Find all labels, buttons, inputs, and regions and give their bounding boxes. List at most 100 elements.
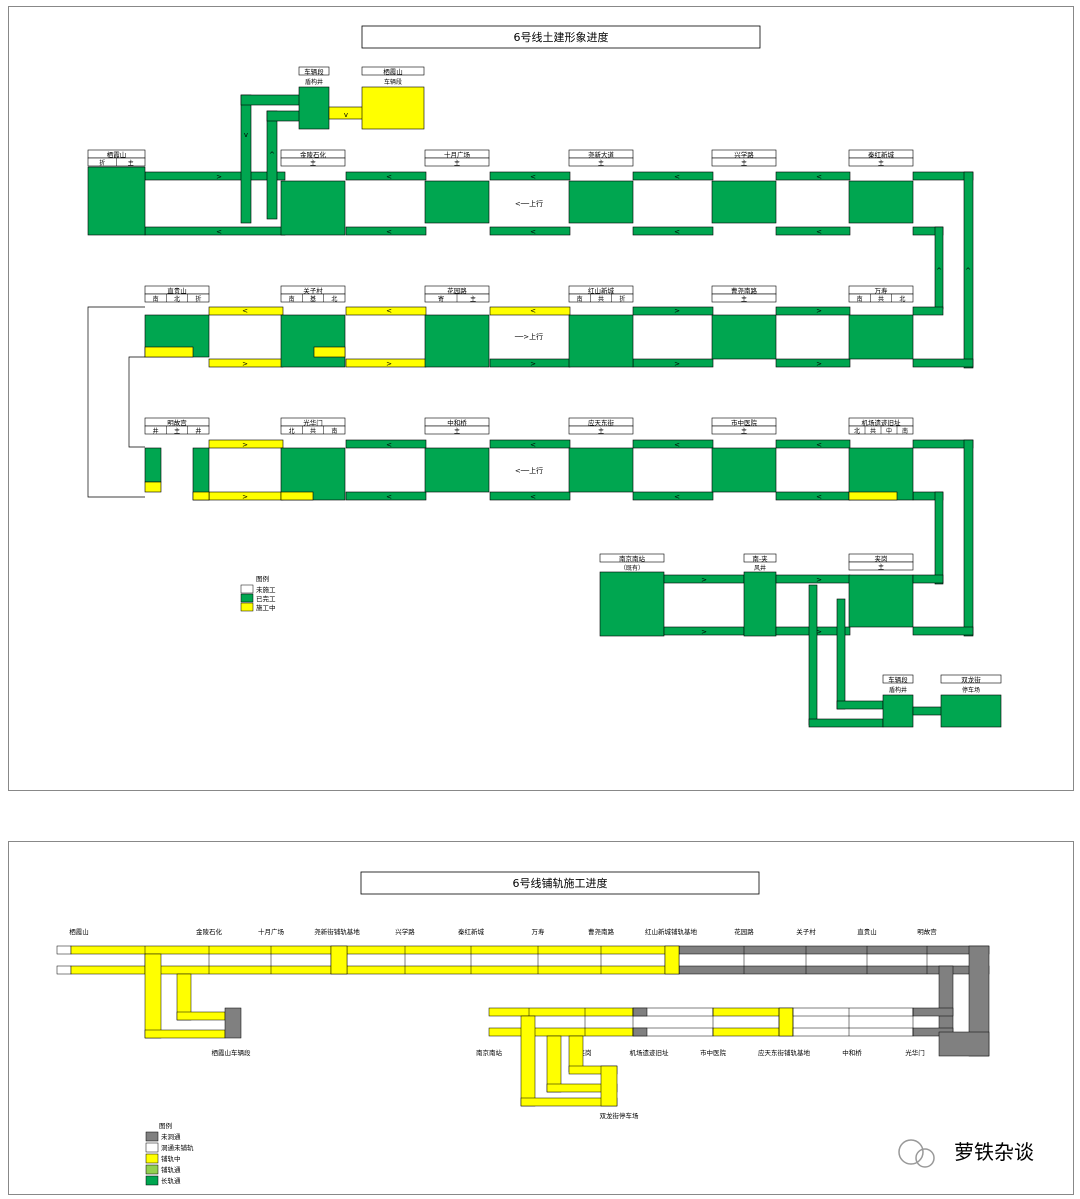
direction-arrow: > xyxy=(216,173,222,181)
station-name: 明故宫 xyxy=(167,418,187,427)
station-col-header xyxy=(711,293,777,303)
station-col-header xyxy=(711,425,777,435)
track-segment xyxy=(70,945,680,955)
station-col-label: 主 xyxy=(878,563,884,571)
track-segment xyxy=(775,306,851,316)
track-segment xyxy=(520,1015,536,1107)
station-col-header xyxy=(424,157,490,167)
legend-label: 洞通未铺轨 xyxy=(161,1143,194,1152)
direction-arrow: < xyxy=(242,307,248,315)
station-col-header xyxy=(280,425,346,435)
track-segment xyxy=(775,171,851,181)
track-segment xyxy=(632,491,714,501)
station-name: 栖霞山 xyxy=(107,150,127,159)
track-segment xyxy=(808,584,818,726)
station-block xyxy=(940,694,1002,728)
legend-swatch xyxy=(145,1142,159,1153)
station-name: 明故宫 xyxy=(917,927,937,936)
legend-label: 未施工 xyxy=(256,585,276,594)
station-col-label: 主 xyxy=(454,427,460,435)
station-block xyxy=(848,574,914,628)
station-block xyxy=(424,314,490,368)
direction-arrow: < xyxy=(216,228,222,236)
station-col-label: 共 xyxy=(310,427,316,435)
direction-arrow: < xyxy=(674,493,680,501)
track-segment xyxy=(775,491,851,501)
station-block xyxy=(882,694,914,728)
direction-arrow: < xyxy=(674,173,680,181)
station-name: 车辆段 xyxy=(888,675,908,684)
track-progress-diagram: 6号线铺轨施工进度栖霞山金陵石化十月广场尧新街铺轨基地兴学路秦红新城万寿曹尧南路… xyxy=(56,871,1034,1186)
track-segment xyxy=(792,1027,914,1037)
station-block xyxy=(424,180,490,224)
direction-arrow: > xyxy=(242,493,248,501)
station-name: 光华门 xyxy=(303,418,323,427)
title-box xyxy=(360,871,760,895)
page-title: 6号线土建形象进度 xyxy=(514,30,609,44)
track-segment xyxy=(912,626,974,636)
station-name: 中和桥 xyxy=(842,1048,862,1057)
legend-swatch xyxy=(240,584,254,594)
track-segment xyxy=(934,491,944,585)
track-segment xyxy=(208,306,284,316)
station-block xyxy=(280,314,346,368)
track-segment xyxy=(632,1027,648,1037)
track-segment xyxy=(266,110,278,220)
track-segment xyxy=(775,358,851,368)
station-name: 应天东街 xyxy=(588,418,615,427)
direction-arrow: < xyxy=(674,441,680,449)
station-name: 双龙街停车场 xyxy=(600,1111,640,1120)
station-name: 机场遗迹旧址 xyxy=(630,1048,670,1057)
page-title: 6号线铺轨施工进度 xyxy=(513,876,608,890)
track-segment xyxy=(345,439,427,449)
depot-block xyxy=(224,1007,242,1039)
station-name: 中和桥 xyxy=(447,418,467,427)
station-name: 机场遗迹旧址 xyxy=(862,418,902,427)
legend-title: 图例 xyxy=(256,574,269,583)
station-col-header xyxy=(280,293,346,303)
track-segment xyxy=(775,574,851,584)
direction-arrow: < xyxy=(386,441,392,449)
station-block xyxy=(280,491,314,501)
station-name: 南-夹 xyxy=(752,554,768,563)
station-col-label: 共 xyxy=(878,295,884,303)
track-outline xyxy=(87,306,145,498)
direction-arrow: > xyxy=(242,360,248,368)
direction-arrow: < xyxy=(530,307,536,315)
station-block xyxy=(848,314,914,360)
station-col-label: 折 xyxy=(619,295,625,303)
station-col-header xyxy=(848,293,914,303)
track-segment xyxy=(632,439,714,449)
station-col-label: 共 xyxy=(870,427,876,435)
direction-arrow: > xyxy=(530,360,536,368)
station-subname: 车辆段 xyxy=(384,78,402,86)
station-subname: 停车场 xyxy=(962,686,980,694)
station-name-box xyxy=(940,674,1002,684)
direction-arrow: > xyxy=(386,360,392,368)
legend-swatch xyxy=(145,1153,159,1164)
station-col-header xyxy=(144,425,210,435)
direction-arrow: < xyxy=(674,228,680,236)
track-segment xyxy=(632,1007,648,1017)
station-name: 关子村 xyxy=(796,927,816,936)
station-subname: （既有） xyxy=(620,564,644,572)
track-segment xyxy=(632,226,714,236)
track-segment xyxy=(546,1035,562,1093)
track-segment xyxy=(912,574,944,584)
station-name-box xyxy=(361,66,425,76)
station-name: 尧新大道 xyxy=(588,150,615,159)
station-col-label: 共 xyxy=(598,295,604,303)
station-col-label: 折 xyxy=(195,295,201,303)
legend-label: 已完工 xyxy=(256,594,276,603)
station-name: 直贵山 xyxy=(167,286,187,295)
direction-arrow: < xyxy=(530,493,536,501)
station-name-box xyxy=(743,553,777,563)
station-subname: 风井 xyxy=(754,564,766,572)
station-block xyxy=(568,180,634,224)
track-segment xyxy=(489,306,571,316)
station-col-header xyxy=(144,293,210,303)
legend-swatch xyxy=(240,602,254,612)
station-block xyxy=(743,571,777,637)
station-col-header xyxy=(711,157,777,167)
station-name: 红山新城铺轨基地 xyxy=(645,927,698,936)
